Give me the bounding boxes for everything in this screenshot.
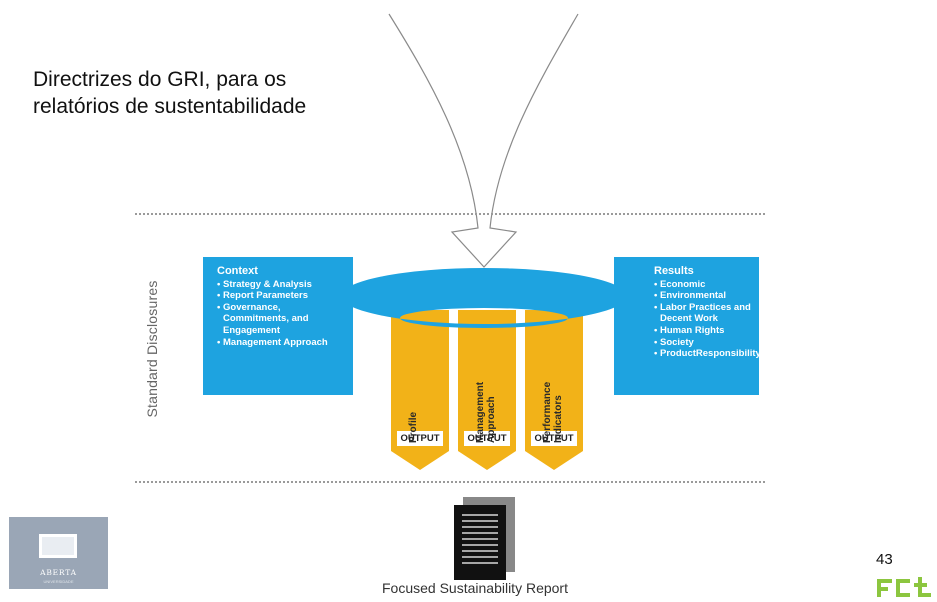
management-approach-column	[458, 310, 516, 470]
funnel-arrow-icon	[388, 13, 579, 268]
results-heading: Results	[654, 265, 694, 277]
context-item: Strategy & Analysis	[217, 279, 347, 291]
standard-disclosures-label: Standard Disclosures	[144, 280, 160, 418]
logo-word: ABERTA	[40, 568, 77, 577]
context-item-text: Governance,	[223, 301, 281, 313]
results-item: Labor Practices and Decent Work	[654, 302, 755, 325]
management-output-label: OUTPUT	[467, 433, 507, 444]
title-line-1: Directrizes do GRI, para os	[33, 68, 287, 91]
context-item-text: Engagement	[223, 324, 281, 336]
results-item-text: Decent Work	[660, 313, 718, 325]
context-box: Context Strategy & Analysis Report Param…	[203, 257, 353, 395]
profile-label: Profile	[408, 323, 432, 443]
context-item: Governance, Commitments, and Engagement	[217, 302, 347, 337]
results-item: Economic	[654, 279, 755, 291]
disclosure-ring	[341, 268, 627, 328]
slide-title: Directrizes do GRI, para os relatórios d…	[33, 66, 393, 120]
report-label: Focused Sustainability Report	[382, 580, 568, 596]
results-item: ProductResponsibility	[654, 348, 761, 360]
context-list: Strategy & Analysis Report Parameters Go…	[217, 279, 347, 349]
results-item: Society	[654, 337, 755, 349]
title-line-2: relatórios de sustentabilidade	[33, 95, 307, 118]
results-item-text: Labor Practices and	[660, 301, 751, 313]
results-item: Human Rights	[654, 325, 755, 337]
page-number: 43	[876, 551, 893, 568]
bottom-divider	[135, 481, 765, 483]
results-item: Environmental	[654, 290, 755, 302]
fct-logo	[877, 577, 931, 597]
document-stack-icon	[454, 497, 515, 580]
monitor-logo-icon	[39, 534, 77, 558]
context-item: Management Approach	[217, 337, 347, 349]
context-heading: Context	[217, 265, 258, 277]
performance-indicators-label: Performance Indicators	[542, 323, 566, 443]
performance-output-label: OUTPUT	[534, 433, 574, 444]
results-box: Results Economic Environmental Labor Pra…	[614, 257, 761, 395]
results-list: Economic Environmental Labor Practices a…	[654, 279, 761, 360]
profile-column	[391, 310, 449, 470]
profile-output-label: OUTPUT	[400, 433, 440, 444]
context-item: Report Parameters	[217, 290, 347, 302]
logo-subtext: UNIVERSIDADE	[43, 579, 74, 584]
performance-indicators-column	[525, 310, 583, 470]
management-approach-label: Management Approach	[475, 323, 499, 443]
top-divider	[135, 213, 765, 215]
universidade-aberta-logo: ABERTA UNIVERSIDADE	[9, 517, 108, 589]
context-item-text: Commitments, and	[223, 313, 309, 325]
